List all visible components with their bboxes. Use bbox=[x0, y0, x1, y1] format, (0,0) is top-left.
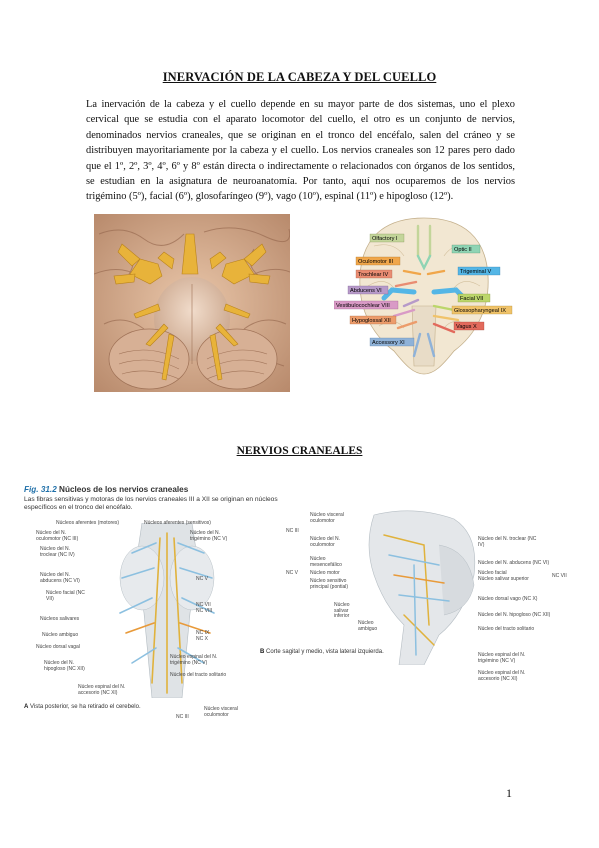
label-glossopharyngeal: Glossopharyngeal IX bbox=[454, 308, 506, 314]
label-olfactory: Olfactory I bbox=[372, 236, 398, 242]
panel-a-drawing bbox=[119, 523, 215, 698]
label-hypoglossal: Hypoglossal XII bbox=[352, 318, 391, 324]
trochlear-nerve bbox=[394, 280, 418, 288]
label-a-nciii: NC III bbox=[176, 714, 189, 720]
label-b-superior-salivary: Núcleo salivar superior bbox=[478, 576, 529, 582]
label-a-spinal-trigeminal: Núcleo espinal del N. trigémino (NC V) bbox=[170, 654, 218, 666]
label-trigeminal: Trigeminal V bbox=[460, 269, 491, 275]
label-trochlear: Trochlear IV bbox=[358, 272, 389, 278]
label-b-ncv: NC V bbox=[286, 570, 298, 576]
figure-cranial-nuclei: Fig. 31.2 Núcleos de los nervios craneal… bbox=[24, 485, 576, 725]
label-b-oculomotor: Núcleo del N. oculomotor bbox=[310, 536, 341, 548]
label-b-facial: Núcleo facial bbox=[478, 570, 507, 576]
page-number: 1 bbox=[506, 786, 512, 800]
panel-b-caption: B Corte sagital y medio, vista lateral i… bbox=[260, 649, 460, 656]
label-a-solitary: Núcleo del tracto solitario bbox=[170, 672, 227, 678]
label-a-visceral-oculomotor: Núcleo visceral oculomotor bbox=[204, 706, 238, 718]
label-a-efferent: Núcleos aferentes (motores) bbox=[56, 520, 120, 526]
label-a-trochlear: Núcleo del N. troclear (NC IV) bbox=[40, 546, 75, 558]
label-a-ncviii: NC VIII bbox=[196, 608, 213, 614]
label-a-dorsal-vagal: Núcleo dorsal vagal bbox=[36, 644, 80, 650]
label-optic: Optic II bbox=[454, 247, 472, 253]
facial-nerve bbox=[432, 304, 456, 312]
glossopharyngeal-nerve bbox=[432, 314, 460, 322]
label-a-afferent: Núcleos aferentes (sensitivos) bbox=[144, 520, 211, 526]
label-a-ncx: NC X bbox=[196, 636, 208, 642]
label-a-trigeminal: Núcleo del N. trigémino (NC V) bbox=[190, 530, 228, 542]
label-b-accessory: Núcleo espinal del N. accesorio (NC XI) bbox=[478, 670, 526, 682]
label-vestibulocochlear: Vestibulocochlear VIII bbox=[336, 303, 390, 309]
label-b-principal: Núcleo sensitivo principal (pontial) bbox=[310, 578, 349, 590]
figure-number: Fig. 31.2 bbox=[24, 485, 57, 494]
label-a-ncix: NC IX bbox=[196, 630, 210, 636]
label-a-ncvii: NC VII bbox=[196, 602, 211, 608]
label-b-visceral: Núcleo visceral oculomotor bbox=[310, 512, 344, 524]
panel-a-letter: A bbox=[24, 704, 29, 710]
label-a-ncv: NC V bbox=[196, 576, 208, 582]
panel-a-caption: A Vista posterior, se ha retirado el cer… bbox=[24, 704, 164, 711]
figure-description: Las fibras sensitivas y motoras de los n… bbox=[24, 496, 278, 511]
panel-b-caption-text: Corte sagital y medio, vista lateral izq… bbox=[266, 649, 384, 655]
label-a-salivary: Núcleos salivares bbox=[40, 616, 80, 622]
label-b-mesencephalic: Núcleo mesencefálico bbox=[310, 556, 342, 568]
panel-b-letter: B bbox=[260, 649, 265, 655]
label-oculomotor: Oculomotor III bbox=[358, 259, 394, 265]
brain-base-photo bbox=[94, 214, 290, 392]
abducens-nerve bbox=[402, 298, 420, 308]
oculomotor-nerve bbox=[402, 269, 422, 276]
label-a-hypoglossal: Núcleo del N. hipogloso (NC XII) bbox=[44, 660, 85, 672]
panel-b-drawing bbox=[368, 510, 476, 665]
label-vagus: Vagus X bbox=[456, 324, 477, 330]
label-b-solitary: Núcleo del tracto solitario bbox=[478, 626, 535, 632]
panel-a-caption-text: Vista posterior, se ha retirado el cereb… bbox=[30, 704, 141, 710]
trigeminal-nerve bbox=[381, 287, 417, 301]
vestibulocochlear-nerve bbox=[392, 308, 416, 318]
label-b-nciii: NC III bbox=[286, 528, 299, 534]
label-b-spinal-trigeminal: Núcleo espinal del N. trigémino (NC V) bbox=[478, 652, 526, 664]
label-b-ncvii: NC VII bbox=[552, 573, 567, 579]
label-a-facial: Núcleo facial (NC VII) bbox=[46, 590, 85, 602]
accessory-nerve bbox=[412, 332, 422, 358]
label-a-ambiguus: Núcleo ambiguo bbox=[42, 632, 79, 638]
label-a-oculomotor: Núcleo del N. oculomotor (NC III) bbox=[36, 530, 79, 542]
label-a-abducens: Núcleo del N. abducens (NC VI) bbox=[40, 572, 80, 584]
hypoglossal-nerve bbox=[396, 320, 418, 330]
label-b-hypoglossal: Núcleo del N. hipogloso (NC XII) bbox=[478, 612, 551, 618]
label-facial: Facial VII bbox=[460, 296, 484, 302]
page-title: INERVACIÓN DE LA CABEZA Y DEL CUELLO bbox=[162, 70, 437, 84]
label-a-accessory: Núcleo espinal del N. accesorio (NC XI) bbox=[78, 684, 126, 696]
label-b-trochlear: Núcleo del N. troclear (NC IV) bbox=[478, 536, 537, 548]
figure-title: Fig. 31.2 Núcleos de los nervios craneal… bbox=[24, 485, 188, 494]
label-b-inferior-salivary: Núcleo salivar inferior bbox=[334, 602, 350, 620]
vagus-nerve bbox=[432, 322, 456, 334]
cranial-nerves-diagram: Olfactory I Optic II Oculomotor III Trig… bbox=[334, 217, 513, 375]
label-accessory: Accessory XI bbox=[372, 340, 405, 346]
optic-nerve bbox=[416, 254, 432, 271]
label-b-ambiguus: Núcleo ambiguo bbox=[358, 620, 378, 632]
label-b-dorsal-vagal: Núcleo dorsal vago (NC X) bbox=[478, 596, 538, 602]
label-abducens: Abducens VI bbox=[350, 288, 382, 294]
intro-paragraph: La inervación de la cabeza y el cuello d… bbox=[86, 99, 515, 203]
label-b-abducens: Núcleo del N. abducens (NC VI) bbox=[478, 560, 550, 566]
label-b-motor: Núcleo motor bbox=[310, 570, 340, 576]
figure-heading: Núcleos de los nervios craneales bbox=[59, 485, 189, 494]
section-subtitle: NERVIOS CRANEALES bbox=[236, 445, 363, 457]
